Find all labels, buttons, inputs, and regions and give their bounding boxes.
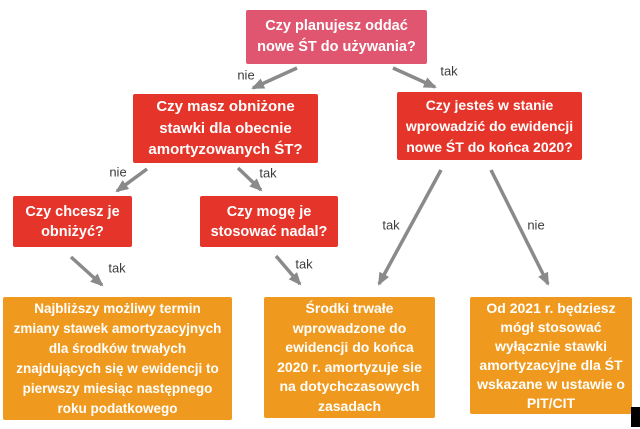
arrow-want-lower-to-outcome-change-term bbox=[69, 255, 104, 287]
arrow-reduced-to-keep-using bbox=[236, 166, 263, 192]
flow-node-want-lower: Czy chcesz je obniżyć? bbox=[13, 196, 132, 247]
flow-node-outcome-pit-cit: Od 2021 r. będziesz mógł stosować wyłącz… bbox=[470, 297, 632, 414]
flow-node-register-2020: Czy jesteś w stanie wprowadzić do ewiden… bbox=[397, 92, 582, 160]
flow-node-start: Czy planujesz oddać nowe ŚT do używania? bbox=[246, 10, 427, 64]
arrow-reduced-to-want-lower bbox=[115, 167, 149, 193]
flow-node-keep-using-text: Czy mogę je stosować nadal? bbox=[210, 203, 328, 240]
arrow-register-to-outcome-pit-cit bbox=[489, 169, 550, 286]
flow-node-want-lower-text: Czy chcesz je obniżyć? bbox=[25, 203, 120, 240]
flow-node-keep-using: Czy mogę je stosować nadal? bbox=[200, 196, 338, 247]
flow-node-reduced-rates: Czy masz obniżone stawki dla obecnie amo… bbox=[133, 94, 318, 163]
edge-label-start-yes: tak bbox=[440, 63, 458, 79]
arrow-start-to-register-2020 bbox=[392, 66, 437, 89]
flow-node-start-text: Czy planujesz oddać nowe ŚT do używania? bbox=[257, 18, 416, 55]
flow-node-outcome-change-term-text: Najbliższy możliwy termin zmiany stawek … bbox=[13, 300, 222, 416]
edge-label-want-lower-yes: tak bbox=[108, 260, 126, 276]
edge-label-keep-using-yes: tak bbox=[295, 256, 313, 272]
edge-label-start-no: nie bbox=[237, 67, 255, 83]
edge-label-reduced-no: nie bbox=[109, 164, 127, 180]
arrow-keep-using-to-outcome-existing-rules bbox=[274, 254, 302, 286]
arrow-register-to-outcome-existing-rules bbox=[377, 169, 443, 286]
cursor-artifact bbox=[631, 407, 640, 427]
arrow-start-to-reduced-rates bbox=[251, 66, 298, 90]
flow-node-outcome-change-term: Najbliższy możliwy termin zmiany stawek … bbox=[3, 297, 232, 420]
edge-label-register-no: nie bbox=[527, 217, 545, 233]
flow-node-outcome-existing-rules: Środki trwałe wprowadzone do ewidencji d… bbox=[264, 297, 435, 418]
flow-node-reduced-rates-text: Czy masz obniżone stawki dla obecnie amo… bbox=[148, 98, 303, 159]
flow-node-outcome-pit-cit-text: Od 2021 r. będziesz mógł stosować wyłącz… bbox=[477, 299, 625, 411]
edge-label-reduced-yes: tak bbox=[259, 165, 277, 181]
flow-node-register-2020-text: Czy jesteś w stanie wprowadzić do ewiden… bbox=[405, 96, 574, 155]
edge-label-register-yes: tak bbox=[382, 217, 400, 233]
flow-node-outcome-existing-rules-text: Środki trwałe wprowadzone do ewidencji d… bbox=[277, 300, 422, 414]
